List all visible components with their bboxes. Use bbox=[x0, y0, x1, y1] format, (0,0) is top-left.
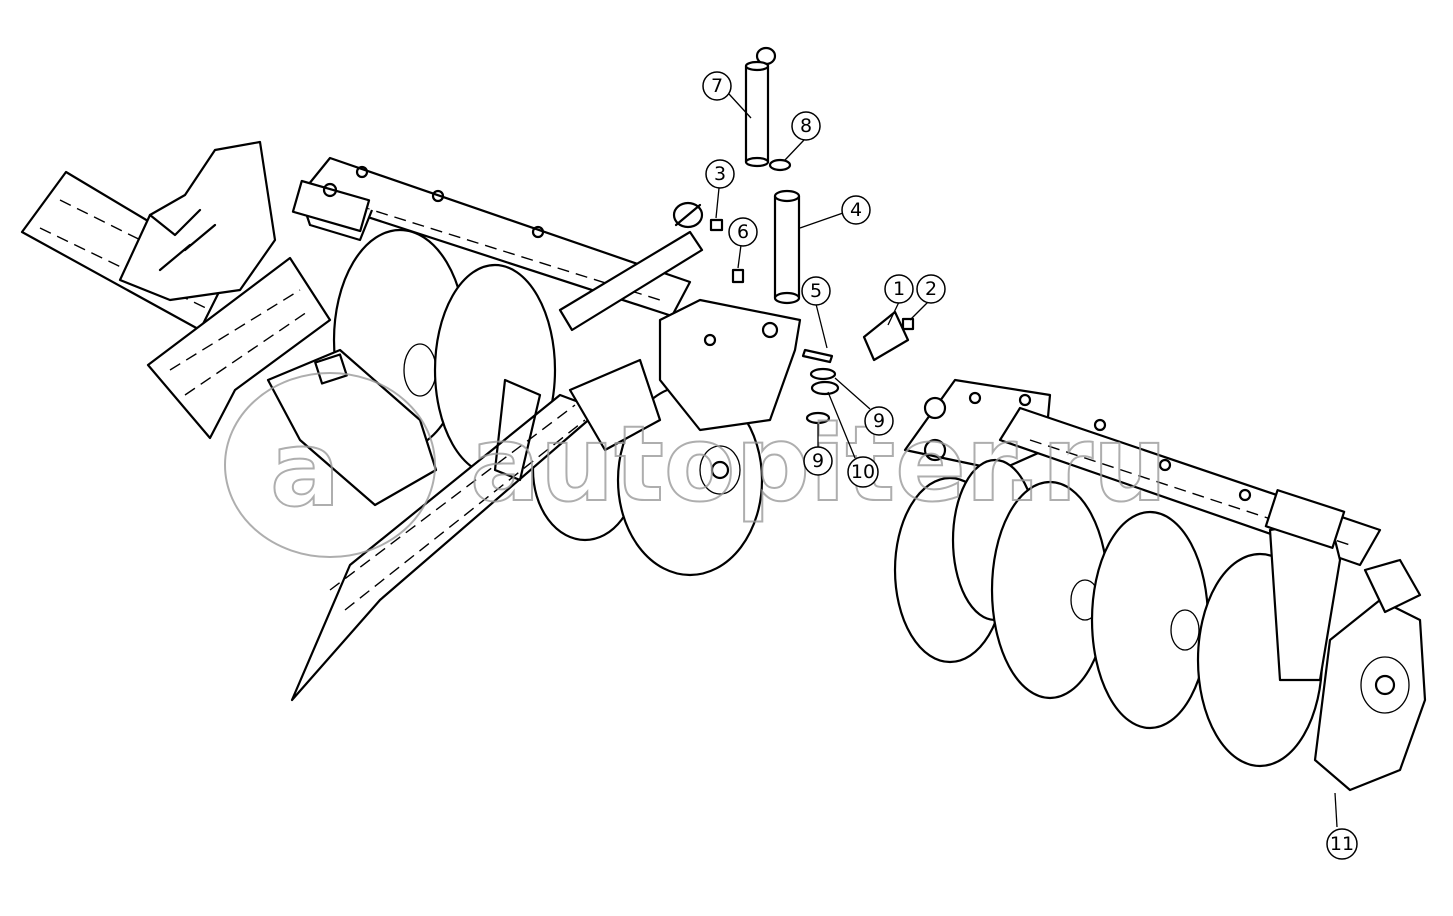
watermark-logo: a bbox=[270, 408, 340, 530]
grease-nipple bbox=[731, 268, 745, 284]
callout-10: 10 bbox=[847, 456, 879, 488]
washer-lower bbox=[805, 411, 831, 425]
svg-text:9: 9 bbox=[812, 450, 824, 472]
small-bolt bbox=[901, 317, 915, 331]
callout-2: 2 bbox=[916, 274, 946, 304]
right-disc-section bbox=[893, 378, 1427, 792]
svg-text:3: 3 bbox=[714, 163, 726, 185]
svg-text:5: 5 bbox=[810, 280, 822, 302]
leader-lines bbox=[715, 93, 1338, 828]
callout-9-lower: 9 bbox=[803, 446, 833, 476]
svg-text:4: 4 bbox=[850, 199, 862, 221]
svg-text:7: 7 bbox=[711, 75, 723, 97]
locking-plate bbox=[862, 310, 910, 362]
callout-3: 3 bbox=[705, 159, 735, 189]
bolt bbox=[801, 348, 834, 364]
pin-long-with-ring bbox=[744, 46, 777, 168]
callout-6: 6 bbox=[728, 217, 758, 247]
callout-11: 11 bbox=[1326, 828, 1358, 860]
callout-8: 8 bbox=[791, 111, 821, 141]
callout-5: 5 bbox=[801, 276, 831, 306]
exploded-hardware bbox=[709, 46, 915, 425]
callout-1: 1 bbox=[884, 274, 914, 304]
svg-text:10: 10 bbox=[851, 461, 875, 483]
ring-washer bbox=[768, 158, 792, 172]
svg-text:6: 6 bbox=[737, 221, 749, 243]
left-disc-section bbox=[20, 140, 802, 702]
svg-text:9: 9 bbox=[873, 410, 885, 432]
svg-text:1: 1 bbox=[893, 278, 905, 300]
svg-text:2: 2 bbox=[925, 278, 937, 300]
callout-7: 7 bbox=[702, 71, 732, 101]
bushing-tube bbox=[773, 189, 801, 305]
callouts: 7 8 3 4 6 5 1 2 bbox=[702, 71, 1358, 860]
washer-upper bbox=[809, 367, 837, 381]
nut bbox=[709, 218, 724, 232]
callout-9-upper: 9 bbox=[864, 406, 894, 436]
callout-4: 4 bbox=[841, 195, 871, 225]
svg-text:11: 11 bbox=[1330, 833, 1354, 855]
spacer-washer bbox=[810, 380, 840, 396]
svg-text:8: 8 bbox=[800, 115, 812, 137]
